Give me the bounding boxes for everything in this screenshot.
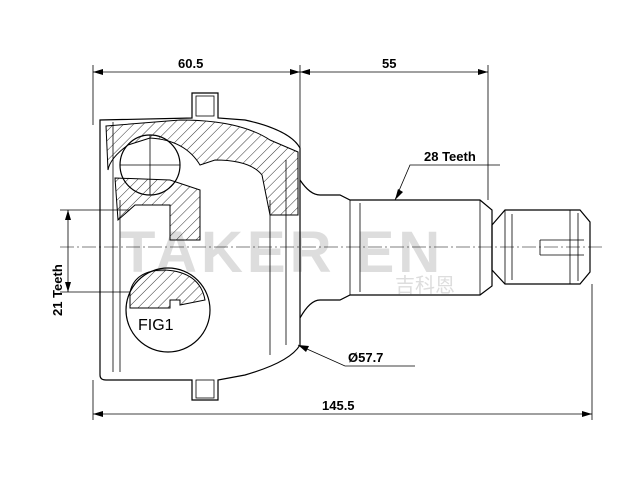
section-hatching: [105, 119, 299, 309]
total-length-label: 145.5: [322, 398, 355, 413]
dimension-right-length-label: 55: [382, 56, 396, 71]
outer-teeth-label: 28 Teeth: [424, 149, 476, 164]
dimension-outer-teeth: 28 Teeth: [394, 149, 500, 201]
threaded-end: [491, 209, 591, 285]
housing-body: [99, 92, 301, 401]
ball-elements: [119, 134, 211, 353]
fig1-ball: [125, 267, 211, 353]
dimension-right-length: 55: [300, 56, 488, 75]
dimension-left-length: 60.5: [93, 56, 300, 75]
watermark-chinese-text: 吉科恩: [395, 273, 455, 297]
dimension-left-length-label: 60.5: [178, 56, 203, 71]
dimension-total-length: 145.5: [93, 398, 592, 417]
dimension-inner-teeth: 21 Teeth: [50, 210, 71, 316]
dimension-diameter: Ø57.7: [297, 344, 415, 367]
extension-lines: [60, 65, 593, 420]
figure-label: FIG1: [138, 317, 174, 334]
diameter-label: Ø57.7: [348, 350, 383, 365]
inner-teeth-label: 21 Teeth: [50, 264, 65, 316]
